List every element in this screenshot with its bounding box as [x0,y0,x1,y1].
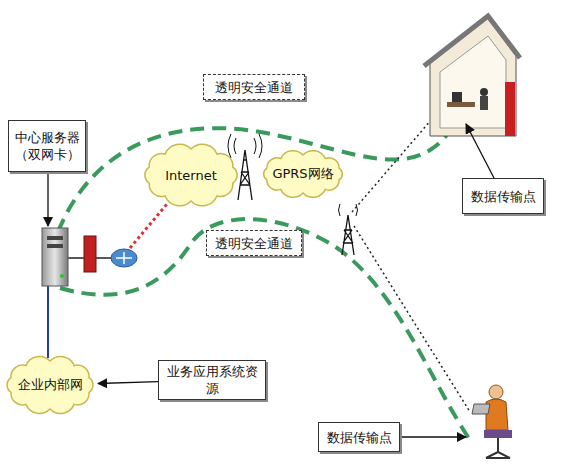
callout-box: 业务应用系统资源 [158,360,266,400]
router-mark [116,252,132,264]
network-cloud: GPRS网络 [258,148,348,200]
connector-arrow [98,382,158,384]
radio-tower [339,204,358,255]
server-slot [47,244,63,248]
radio-wave [228,134,262,158]
connector-group [98,382,158,384]
firewall-icon [84,236,96,272]
chair-seat [484,430,512,438]
tower-frame [342,215,354,255]
house-door [505,82,515,136]
desk [447,102,475,107]
cloud-shape [7,357,93,414]
node-text: GPRS网络 [272,165,333,183]
callout-box: 透明安全通道 [203,74,305,100]
node-text: 数据传输点 [471,188,536,205]
leader-arrow [400,436,466,437]
server-slot [47,236,63,240]
wireless-link [354,226,470,412]
internet-link [130,198,172,248]
node-text: 业务应用系统资源 [163,363,261,397]
cloud-shape [264,151,343,198]
user-icon [472,385,512,458]
node-text: 透明安全通道 [215,79,293,96]
callout-box: 透明安全通道 [206,230,302,256]
callout-box: 数据传输点 [462,178,544,214]
node-text: 数据传输点 [327,429,392,446]
router-icon [111,249,137,267]
secure-channel-line [60,219,470,440]
leader-arrow [47,172,48,226]
leader-arrow [466,124,494,178]
node-text: 透明安全通道 [215,235,293,252]
cloud-shape [145,144,237,206]
monitor [452,92,462,102]
house-icon [424,16,520,136]
callout-box: 中心服务器 （双网卡） [8,120,86,172]
person-head [480,88,488,96]
node-text: Internet [165,168,217,183]
radio-wave [339,204,358,216]
lan-wire [47,286,49,358]
node-text: 企业内部网 [18,376,83,394]
network-cloud: 企业内部网 [2,354,98,416]
callout-box: 数据传输点 [318,422,400,452]
person-head [489,385,503,399]
chair-base [486,438,510,458]
secure-channel-line [58,108,462,232]
house-interior [440,36,506,128]
tower-frame [238,150,252,200]
laptop [472,404,490,414]
server-icon [42,228,68,286]
wireless-link [352,112,438,212]
person-body [480,96,488,110]
network-cloud: Internet [140,142,242,208]
node-text: 中心服务器 （双网卡） [13,129,81,163]
server-led [60,274,64,278]
